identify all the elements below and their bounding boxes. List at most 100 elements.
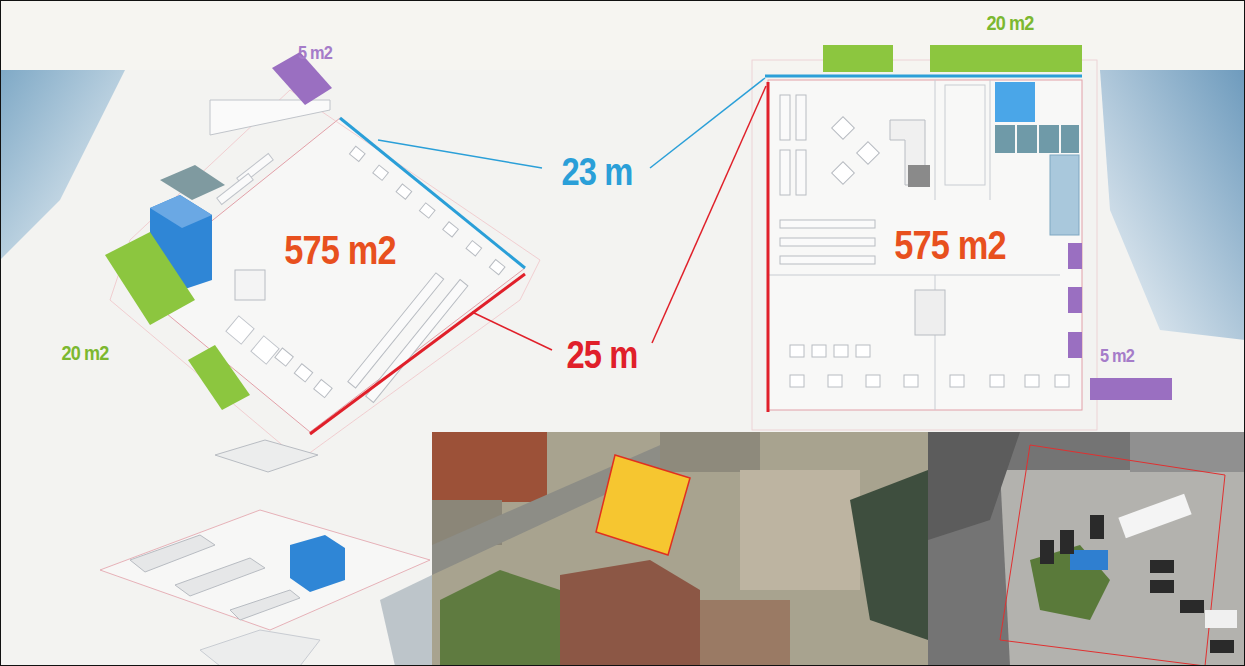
trees [850, 470, 928, 640]
storage-area [1090, 378, 1172, 400]
floor [768, 80, 1082, 410]
area-label: 575 m2 [284, 230, 396, 270]
car [1040, 540, 1054, 564]
wall-shadow [0, 70, 125, 260]
counter [489, 259, 505, 274]
blue-unit [995, 82, 1035, 122]
photo-ground [432, 432, 928, 666]
left-view [105, 52, 540, 460]
box [856, 345, 870, 357]
dimension-label: 23 m [561, 153, 632, 191]
outdoor-area [823, 45, 893, 72]
length-line [767, 82, 770, 412]
leader-line [650, 78, 765, 168]
partition [935, 80, 936, 200]
blue-unit-top [150, 195, 212, 228]
roof [660, 432, 760, 472]
mini-shelf [130, 535, 215, 572]
table [226, 316, 254, 344]
cooler [1017, 125, 1037, 153]
box [950, 375, 964, 387]
rack [796, 150, 806, 195]
car [1150, 560, 1174, 573]
area-label: 20 m2 [62, 342, 109, 363]
box [812, 345, 826, 357]
roof [560, 560, 700, 666]
mini-floor [200, 630, 320, 666]
container [1070, 550, 1108, 570]
column [235, 270, 265, 300]
storage-area [1068, 287, 1082, 313]
trees [440, 570, 560, 666]
dimension-label: 25 m [566, 336, 637, 374]
rack [796, 95, 806, 140]
outdoor-area [188, 345, 250, 410]
rack [780, 95, 790, 140]
area-label: 5 m2 [1100, 346, 1134, 365]
counter [466, 241, 482, 256]
area-label: 20 m2 [987, 12, 1034, 33]
car [1210, 640, 1234, 653]
car [1180, 600, 1204, 613]
width-line [765, 75, 1082, 78]
box [790, 345, 804, 357]
cooler [995, 125, 1015, 153]
truck [1118, 494, 1191, 539]
column [908, 165, 930, 187]
outdoor-area [930, 45, 1082, 72]
small-views [100, 440, 432, 666]
counter [396, 184, 412, 199]
car [1090, 515, 1104, 539]
box [904, 375, 918, 387]
length-line [310, 274, 525, 434]
building [1130, 432, 1245, 472]
box [314, 379, 332, 397]
wall-shadow [380, 575, 432, 666]
road [928, 432, 1020, 540]
outdoor-area [105, 232, 195, 325]
partition [990, 80, 991, 200]
mini-blue-unit [290, 535, 345, 592]
partition [768, 275, 1060, 276]
leader-line [472, 312, 552, 350]
table [832, 162, 855, 185]
storage-area [1068, 332, 1082, 358]
table [832, 117, 855, 140]
shelf [780, 220, 875, 228]
mini-shelf [230, 590, 300, 620]
box [828, 375, 842, 387]
car [1150, 580, 1174, 593]
box [1025, 375, 1039, 387]
right-view [752, 45, 1172, 430]
box [834, 345, 848, 357]
rack [780, 150, 790, 195]
mini-model [215, 440, 318, 472]
area-label: 5 m2 [298, 43, 332, 62]
aerial-photo [432, 432, 928, 666]
site-plot [596, 455, 690, 555]
cooler [1039, 125, 1059, 153]
lot [740, 470, 860, 590]
cooler-column [1050, 155, 1079, 235]
mini-floor [100, 510, 430, 630]
shelf-row [210, 100, 330, 135]
shelf [780, 256, 875, 264]
box [1055, 375, 1069, 387]
table [251, 336, 279, 364]
furniture [220, 146, 505, 434]
storage-area [1068, 243, 1082, 269]
box [990, 375, 1004, 387]
cooling-unit [160, 165, 225, 200]
box [294, 364, 312, 382]
box [790, 375, 804, 387]
checkout-rows [790, 345, 1069, 387]
shelf [217, 174, 253, 205]
cars [1040, 515, 1234, 653]
wall-shadow [1100, 70, 1245, 340]
shelving [945, 85, 985, 185]
floor [132, 118, 525, 432]
